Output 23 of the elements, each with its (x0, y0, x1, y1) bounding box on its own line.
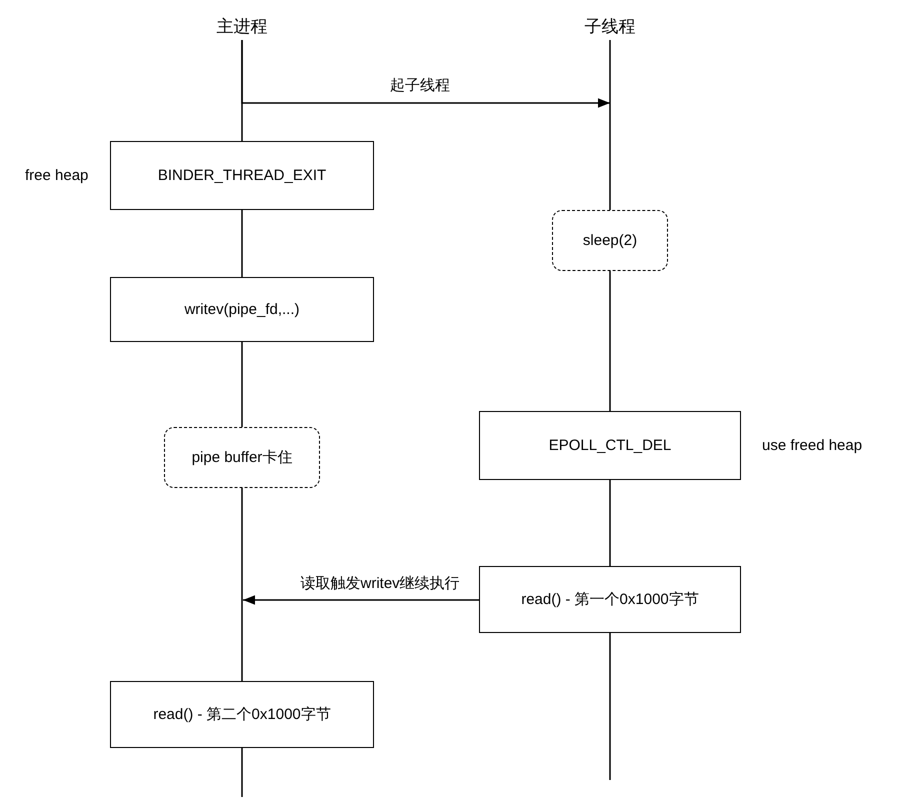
lifeline (609, 633, 611, 780)
message-arrow (243, 595, 479, 605)
lifeline-title: 子线程 (580, 12, 640, 40)
lifeline (241, 342, 243, 427)
lifeline (241, 488, 243, 681)
lifeline (609, 271, 611, 411)
lifeline (241, 210, 243, 277)
edge-label: 起子线程 (388, 76, 452, 95)
process-box: read() - 第一个0x1000字节 (479, 566, 741, 633)
side-note: free heap (25, 167, 88, 184)
process-box: EPOLL_CTL_DEL (479, 411, 741, 480)
lifeline (241, 748, 243, 797)
note-box: sleep(2) (552, 210, 668, 271)
process-box: BINDER_THREAD_EXIT (110, 141, 374, 210)
note-box: pipe buffer卡住 (164, 427, 320, 488)
edge-label: 读取触发writev继续执行 (298, 574, 462, 593)
message-arrow (241, 40, 610, 108)
lifeline (609, 40, 611, 210)
process-box: writev(pipe_fd,...) (110, 277, 374, 342)
side-note: use freed heap (762, 437, 862, 454)
lifeline (609, 480, 611, 566)
process-box: read() - 第二个0x1000字节 (110, 681, 374, 748)
lifeline-title: 主进程 (212, 12, 272, 40)
